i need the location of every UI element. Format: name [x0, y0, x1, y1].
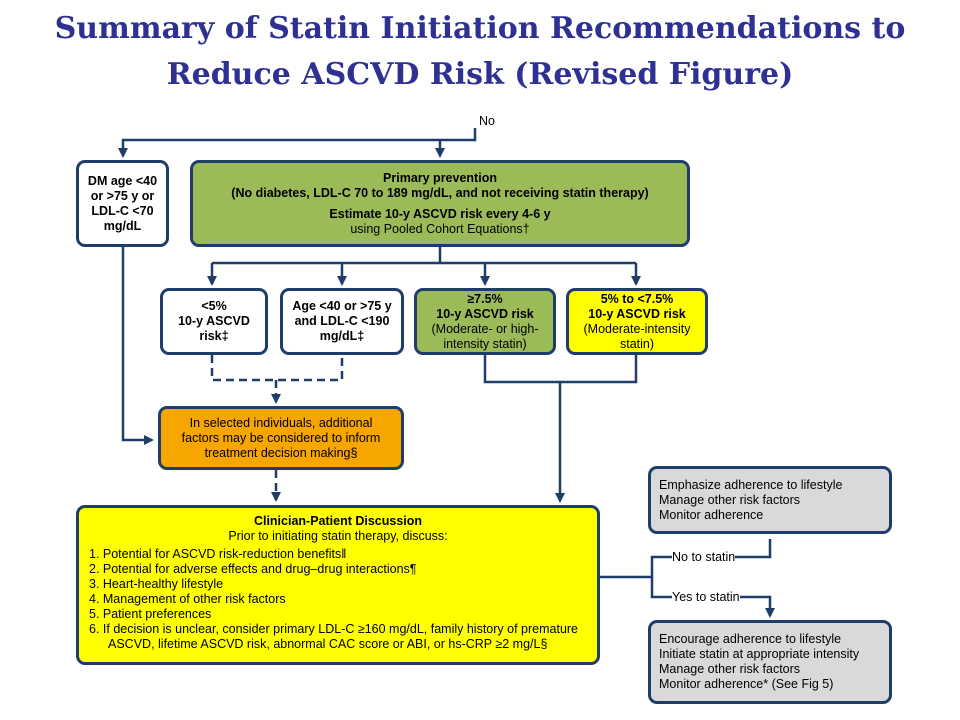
discussion-item-2: 2. Potential for adverse effects and dru… — [89, 562, 417, 576]
lt5-line-2: 10-y ASCVD — [178, 314, 250, 328]
title-line-1: Summary of Statin Initiation Recommendat… — [54, 11, 906, 46]
ge75-detail-1: (Moderate- or high- — [431, 321, 539, 336]
mid-detail-1: (Moderate-intensity — [583, 321, 691, 336]
ge75-detail-2: intensity statin) — [443, 336, 527, 351]
title-line-2: Reduce ASCVD Risk (Revised Figure) — [166, 57, 794, 92]
selected-line-1: In selected individuals, additional — [189, 415, 373, 430]
discussion-item-3: 3. Heart-healthy lifestyle — [89, 577, 224, 591]
intermediate-risk-box: 5% to <7.5% 10-y ASCVD risk (Moderate-in… — [566, 288, 708, 355]
dm-line-1: DM age <40 — [87, 173, 158, 188]
yes-statin-line-1: Encourage adherence to lifestyle — [659, 632, 842, 646]
no-statin-line-2: Manage other risk factors — [659, 492, 801, 507]
primary-method: using Pooled Cohort Equations† — [350, 221, 530, 236]
discussion-items: 1. Potential for ASCVD risk-reduction be… — [89, 547, 587, 652]
label-no-to-statin: No to statin — [672, 550, 736, 564]
lt5-line-1: <5% — [201, 299, 227, 313]
yes-statin-line-3: Manage other risk factors — [659, 662, 801, 676]
no-statin-box: Emphasize adherence to lifestyle Manage … — [648, 466, 892, 534]
mid-heading-1: 5% to <7.5% — [600, 291, 674, 306]
yes-statin-line-2: Initiate statin at appropriate intensity — [659, 647, 860, 661]
connector-no-top — [118, 128, 477, 158]
age-line-2: and LDL-C <190 — [294, 314, 390, 328]
age-criteria-box: Age <40 or >75 y and LDL-C <190 mg/dL‡ — [280, 288, 404, 355]
selected-line-2: factors may be considered to inform — [181, 430, 381, 445]
age-line-1: Age <40 or >75 y — [292, 299, 392, 313]
discussion-item-6: 6. If decision is unclear, consider prim… — [89, 622, 579, 636]
discussion-item-6-cont: ASCVD, lifetime ASCVD risk, abnormal CAC… — [108, 637, 548, 651]
primary-subheading: (No diabetes, LDL-C 70 to 189 mg/dL, and… — [231, 185, 649, 200]
no-statin-line-3: Monitor adherence — [659, 507, 764, 522]
dm-line-2: or >75 y or — [90, 188, 155, 203]
no-statin-line-1: Emphasize adherence to lifestyle — [659, 477, 843, 492]
ge75-heading-1: ≥7.5% — [467, 291, 503, 306]
primary-heading: Primary prevention — [383, 170, 497, 185]
lt5-line-3: risk‡ — [199, 329, 229, 343]
discussion-item-4: 4. Management of other risk factors — [89, 592, 286, 606]
connector-low-risk-dashed — [210, 355, 344, 402]
high-risk-box: ≥7.5% 10-y ASCVD risk (Moderate- or high… — [414, 288, 556, 355]
discussion-subheading: Prior to initiating statin therapy, disc… — [228, 529, 448, 543]
yes-statin-line-4: Monitor adherence* (See Fig 5) — [659, 677, 834, 691]
discussion-item-5: 5. Patient preferences — [89, 607, 212, 621]
ge75-heading-2: 10-y ASCVD risk — [436, 306, 534, 321]
connector-primary-split — [212, 247, 636, 265]
label-yes-to-statin: Yes to statin — [672, 590, 740, 604]
low-risk-box: <5% 10-y ASCVD risk‡ — [160, 288, 268, 355]
age-line-3: mg/dL‡ — [319, 329, 365, 343]
discussion-heading: Clinician-Patient Discussion — [253, 514, 423, 528]
mid-detail-2: statin) — [619, 336, 655, 351]
yes-statin-box: Encourage adherence to lifestyle Initiat… — [648, 620, 892, 704]
mid-heading-2: 10-y ASCVD risk — [588, 306, 686, 321]
page-title: Summary of Statin Initiation Recommendat… — [0, 6, 960, 98]
dm-criteria-box: DM age <40 or >75 y or LDL-C <70 mg/dL — [76, 160, 169, 247]
dm-line-4: mg/dL — [103, 218, 142, 233]
connector-risk-merge — [483, 355, 638, 501]
discussion-item-1: 1. Potential for ASCVD risk-reduction be… — [89, 547, 347, 561]
selected-individuals-box: In selected individuals, additional fact… — [158, 406, 404, 470]
primary-estimate: Estimate 10-y ASCVD risk every 4-6 y — [329, 206, 551, 221]
connector-dm-to-selected — [121, 247, 154, 445]
selected-line-3: treatment decision making§ — [204, 445, 358, 460]
primary-prevention-box: Primary prevention (No diabetes, LDL-C 7… — [190, 160, 690, 247]
clinician-patient-discussion-box: Clinician-Patient Discussion Prior to in… — [76, 505, 600, 665]
dm-line-3: LDL-C <70 — [91, 203, 154, 218]
label-no: No — [479, 114, 495, 128]
